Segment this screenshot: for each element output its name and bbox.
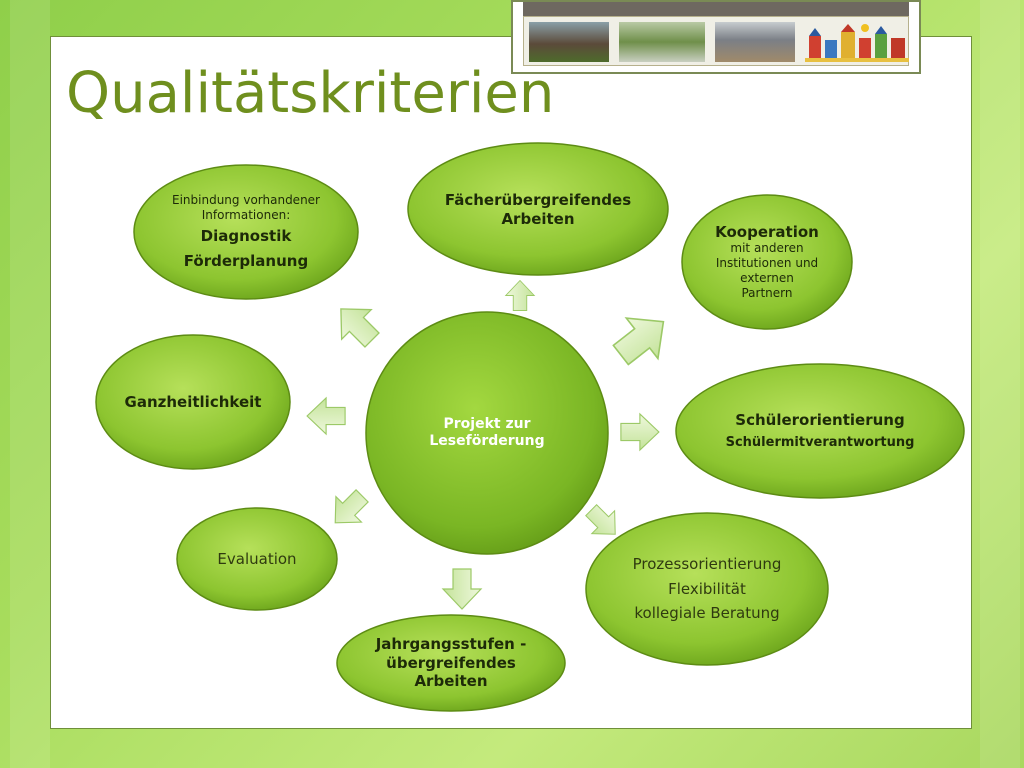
- node-schueler-line1: Schülerorientierung: [735, 410, 905, 429]
- node-jahrgang-line3: Arbeiten: [414, 672, 488, 691]
- school-drawing: [805, 24, 909, 62]
- node-kooperation: Kooperation mit anderen Institutionen un…: [682, 195, 852, 329]
- node-diagnostik: Einbindung vorhandener Informationen: Di…: [134, 165, 358, 299]
- node-diagnostik-shape: [133, 164, 359, 300]
- node-diagnostik-line2: Förderplanung: [183, 252, 309, 270]
- node-schueler-line2: Schülermitverantwortung: [725, 435, 915, 451]
- node-evaluation-label: Evaluation: [217, 549, 297, 568]
- node-center: Projekt zur Leseförderung: [366, 312, 608, 554]
- node-evaluation: Evaluation: [177, 508, 337, 610]
- node-prozess-line3: kollegiale Beratung: [634, 604, 780, 623]
- node-jahrgangsstufen: Jahrgangsstufen - übergreifendes Arbeite…: [337, 615, 565, 711]
- school-photo-2: [619, 22, 705, 62]
- node-ganzheitlichkeit: Ganzheitlichkeit: [96, 335, 290, 469]
- node-kooperation-sub1: mit anderen: [730, 241, 804, 256]
- node-schueler-shape: [675, 363, 965, 499]
- node-ganzheitlichkeit-label: Ganzheitlichkeit: [124, 392, 262, 411]
- node-kooperation-sub3: externen: [740, 271, 794, 286]
- node-center-line1: Projekt zur: [443, 415, 531, 432]
- arrow-to-kooperation: [604, 300, 681, 376]
- school-photo-1: [529, 22, 609, 62]
- background-stripe: [10, 0, 50, 768]
- node-jahrgang-line2: übergreifendes: [386, 653, 516, 672]
- node-center-shape: [365, 311, 609, 555]
- node-diagnostik-line1: Diagnostik: [200, 227, 292, 246]
- node-jahrgang-shape: [336, 614, 566, 712]
- node-evaluation-shape: [176, 507, 338, 611]
- node-faecher-line2: Arbeiten: [501, 210, 575, 228]
- node-faecher: Fächerübergreifendes Arbeiten: [408, 168, 668, 252]
- node-prozess-line1: Prozessorientierung: [632, 554, 782, 573]
- photo-strip-band: [523, 2, 909, 16]
- arrow-to-faecher: [505, 280, 535, 311]
- node-kooperation-sub2: Institutionen und: [715, 256, 819, 271]
- arrow-to-schueler: [620, 413, 660, 451]
- node-faecher-line1: Fächerübergreifendes: [444, 191, 632, 210]
- school-photo-strip: [511, 0, 921, 74]
- node-kooperation-sub4: Partnern: [741, 286, 793, 301]
- node-kooperation-shape: [681, 194, 853, 330]
- node-prozess-shape: [585, 512, 829, 666]
- background-stripe: [980, 0, 1020, 768]
- node-faecher-shape: [407, 142, 669, 276]
- node-prozess-line2: Flexibilität: [668, 579, 746, 598]
- node-ganzheit-shape: [95, 334, 291, 470]
- node-schuelerorientierung: Schülerorientierung Schülermitverantwort…: [676, 399, 964, 463]
- node-kooperation-heading: Kooperation: [715, 222, 819, 241]
- node-prozessorientierung: Prozessorientierung Flexibilität kollegi…: [586, 513, 828, 665]
- node-jahrgang-line1: Jahrgangsstufen -: [375, 634, 527, 653]
- node-diagnostik-intro: Einbindung vorhandener Informationen:: [172, 193, 320, 223]
- page-title: Qualitätskriterien: [66, 61, 555, 126]
- node-center-line2: Leseförderung: [429, 433, 545, 449]
- arrow-to-jahrgang: [442, 568, 482, 610]
- arrow-to-ganzheit: [306, 397, 346, 435]
- school-photo-3: [715, 22, 795, 62]
